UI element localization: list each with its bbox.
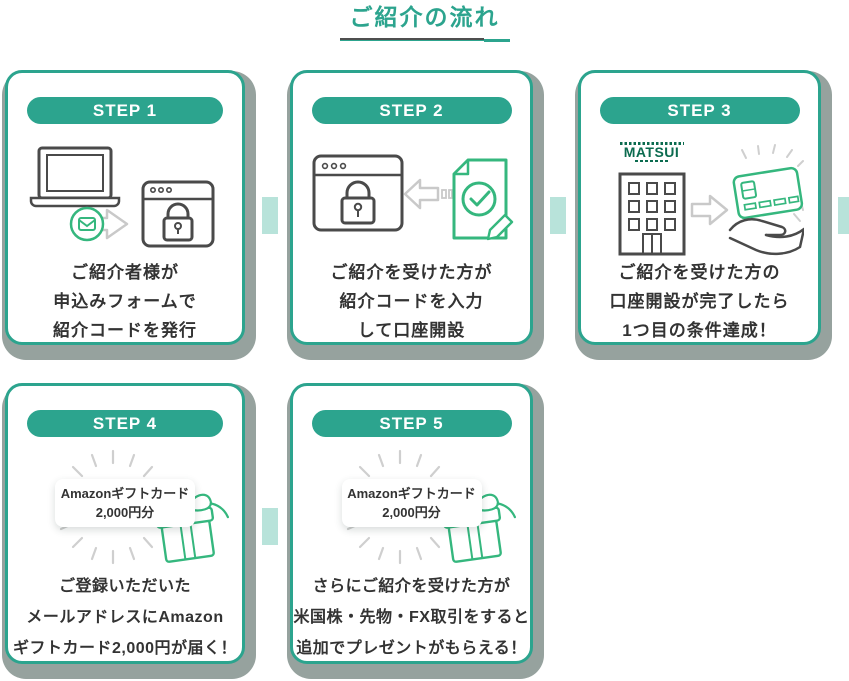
badge-line: 2,000円分 — [382, 505, 441, 520]
step-1-label: STEP 1 — [92, 101, 158, 120]
mail-icon — [69, 206, 105, 242]
step-5-card: STEP 5 — [290, 383, 533, 664]
flow-connector — [838, 197, 849, 234]
step-4-label: STEP 4 — [92, 414, 158, 433]
section-header: ご紹介の流れ — [0, 4, 849, 43]
step-5-label: STEP 5 — [379, 414, 444, 433]
text-line: 紹介コードを発行 — [53, 321, 197, 340]
step-3-label: STEP 3 — [667, 101, 732, 120]
step-2-description: ご紹介を受けた方が 紹介コードを入力 して口座開設 — [293, 258, 530, 342]
text-line: さらにご紹介を受けた方が — [312, 578, 511, 595]
step-1-card: STEP 1 — [5, 70, 245, 345]
text-line: 申込みフォームで — [53, 292, 197, 311]
step-5-description: さらにご紹介を受けた方が 米国株・先物・FX取引をすると 追加でプレゼントがもら… — [293, 571, 530, 661]
laptop-icon — [29, 146, 121, 208]
text-line: ご紹介を受けた方の — [618, 263, 781, 282]
text-line: ご紹介を受けた方が — [330, 263, 493, 282]
step-2-card: STEP 2 — [290, 70, 533, 345]
matsui-logo: MATSUI — [618, 142, 686, 162]
secure-browser-lock-icon — [141, 180, 215, 248]
text-line: メールアドレスにAmazon — [26, 609, 224, 626]
matsui-building-icon — [618, 172, 685, 256]
matsui-logo-sub-dots — [634, 159, 669, 162]
page-title: ご紹介の流れ — [349, 4, 500, 30]
badge-line: Amazonギフトカード — [347, 486, 476, 501]
step-2-illustration-svg — [312, 154, 513, 241]
step-3-illustration-svg — [618, 144, 804, 256]
step-3-card: STEP 3 — [578, 70, 821, 345]
amazon-gift-card-badge: Amazonギフトカード 2,000円分 — [55, 479, 195, 527]
text-line: 口座開設が完了したら — [609, 292, 790, 311]
title-underline — [339, 37, 510, 43]
step-3-description: ご紹介を受けた方の 口座開設が完了したら 1つ目の条件達成！ — [581, 258, 818, 342]
secure-browser-lock-icon — [312, 154, 403, 232]
step-1-illustration-svg — [29, 146, 215, 248]
step-4-description: ご登録いただいた メールアドレスにAmazon ギフトカード2,000円が届く！ — [8, 571, 242, 661]
step-5-pill: STEP 5 — [311, 410, 512, 437]
matsui-logo-text: MATSUI — [623, 143, 680, 160]
step-1-pill: STEP 1 — [27, 97, 223, 124]
text-line: ご紹介者様が — [71, 263, 179, 282]
flow-connector — [262, 197, 278, 234]
text-line: ギフトカード2,000円が届く！ — [12, 640, 238, 657]
flow-connector — [262, 508, 278, 545]
step-2-label: STEP 2 — [379, 101, 444, 120]
step-4-pill: STEP 4 — [27, 410, 223, 437]
matsui-logo-tagline-dots — [619, 142, 684, 145]
amazon-gift-card-badge: Amazonギフトカード 2,000円分 — [341, 479, 482, 527]
step-2-pill: STEP 2 — [311, 97, 512, 124]
step-4-illustration: Amazonギフトカード 2,000円分 — [21, 449, 229, 571]
arrow-left-icon — [403, 178, 453, 210]
text-line: ご登録いただいた — [58, 578, 191, 595]
step-2-illustration — [308, 142, 516, 256]
step-1-description: ご紹介者様が 申込みフォームで 紹介コードを発行 — [8, 258, 242, 342]
arrow-right-icon — [690, 194, 728, 226]
step-3-pill: STEP 3 — [599, 97, 800, 124]
flow-connector — [550, 197, 566, 234]
badge-line: Amazonギフトカード — [60, 486, 190, 501]
text-line: 米国株・先物・FX取引をすると — [293, 609, 530, 626]
hand-credit-card-icon — [728, 166, 804, 256]
text-line: 追加でプレゼントがもらえる！ — [296, 640, 527, 657]
badge-line: 2,000円分 — [95, 505, 155, 520]
title-underline-accent — [483, 38, 510, 43]
text-line: 紹介コードを入力 — [339, 292, 484, 311]
title-underline-line — [339, 37, 484, 41]
step-4-card: STEP 4 — [5, 383, 245, 664]
step-1-illustration — [21, 142, 229, 256]
text-line: して口座開設 — [357, 321, 466, 340]
document-check-pencil-icon — [452, 158, 513, 241]
step-5-illustration: Amazonギフトカード 2,000円分 — [308, 449, 516, 571]
step-3-illustration: MATSUI — [596, 142, 804, 256]
text-line: 1つ目の条件達成！ — [622, 321, 777, 340]
